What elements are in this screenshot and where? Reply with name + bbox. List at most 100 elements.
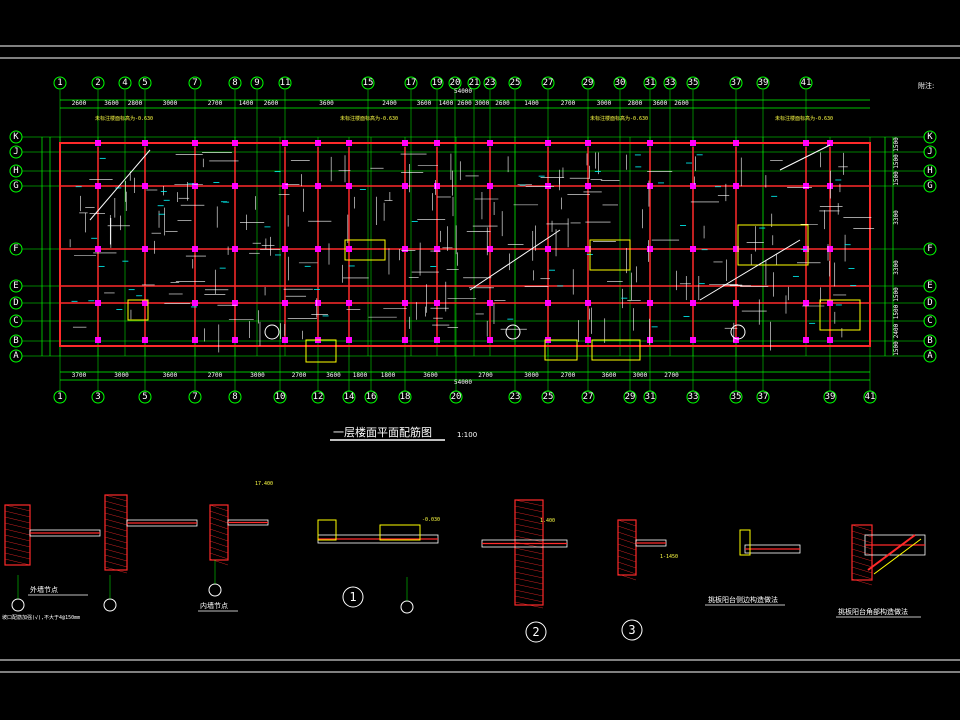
detail-hatch	[104, 500, 128, 508]
bottom-dim: 1800	[381, 372, 396, 379]
detail-hatch	[104, 506, 128, 514]
detail-hatch	[104, 548, 128, 556]
right-dim: 3300	[893, 210, 900, 225]
detail-hatch	[4, 510, 31, 518]
grid-bubble-right-A: A	[923, 349, 937, 363]
detail-hatch	[4, 558, 31, 566]
svg-text:E: E	[13, 281, 18, 291]
svg-text:B: B	[927, 336, 932, 346]
detail-hatch	[617, 549, 637, 557]
top-dim: 3600	[417, 100, 432, 107]
column	[142, 246, 148, 252]
svg-text:1: 1	[57, 392, 62, 402]
grid-bubble-top-33: 33	[663, 76, 677, 90]
grid-bubble-left-J: J	[9, 145, 23, 159]
stair-diagonal	[469, 229, 561, 291]
svg-text:7: 7	[192, 78, 197, 88]
svg-text:1: 1	[349, 590, 356, 604]
svg-text:2: 2	[532, 625, 539, 639]
plan-note-3: 未标注楼面标高为-0.630	[590, 115, 648, 122]
detail-hatch	[104, 518, 128, 526]
top-dim: 2600	[674, 100, 689, 107]
detail-hatch	[514, 535, 544, 543]
grid-bubble-left-C: C	[9, 314, 23, 328]
column	[192, 337, 198, 343]
column	[803, 140, 809, 146]
grid-bubble-bottom-20: 20	[449, 390, 463, 404]
top-dim: 1400	[524, 100, 539, 107]
column	[733, 300, 739, 306]
svg-text:7: 7	[192, 392, 197, 402]
detail-hatch	[209, 522, 229, 530]
detail-hatch	[4, 540, 31, 548]
column	[346, 183, 352, 189]
grid-bubble-top-41: 41	[799, 76, 813, 90]
svg-text:K: K	[13, 132, 19, 142]
detail-hatch	[851, 554, 873, 562]
detail-hatch	[514, 553, 544, 561]
svg-text:8: 8	[232, 392, 237, 402]
column	[434, 337, 440, 343]
detail-hatch	[104, 542, 128, 550]
detail-hatch	[617, 531, 637, 539]
grid-bubble-top-39: 39	[756, 76, 770, 90]
column	[282, 183, 288, 189]
column	[402, 246, 408, 252]
grid-bubble-top-21: 21	[467, 76, 481, 90]
column	[315, 183, 321, 189]
top-dim: 2700	[561, 100, 576, 107]
detail-hatch	[514, 601, 544, 609]
bottom-dim: 1800	[353, 372, 368, 379]
detail-hatch	[209, 552, 229, 560]
detail-hatch	[514, 571, 544, 579]
total-dim-bottom: 54000	[454, 379, 472, 386]
bottom-dim: 3000	[250, 372, 265, 379]
svg-text:27: 27	[583, 392, 594, 402]
right-dim: 2400	[893, 323, 900, 338]
column	[402, 183, 408, 189]
svg-text:25: 25	[510, 78, 521, 88]
top-dim: 3600	[319, 100, 334, 107]
detail-hatch	[4, 528, 31, 536]
column	[585, 140, 591, 146]
column	[487, 183, 493, 189]
grid-bubble-right-E: E	[923, 279, 937, 293]
svg-text:9: 9	[254, 78, 259, 88]
grid-bubble-bottom-16: 16	[364, 390, 378, 404]
detail-subcaption-outer-wall: 坡口配筋加强(√),不大于4@150mm	[2, 614, 80, 621]
column	[487, 140, 493, 146]
svg-text:C: C	[927, 316, 932, 326]
column	[585, 337, 591, 343]
detail-hatch	[851, 548, 873, 556]
column	[346, 337, 352, 343]
detail-hatch	[209, 558, 229, 566]
column	[95, 300, 101, 306]
detail-caption-inner-wall: 内墙节点	[200, 601, 228, 610]
top-dim: 2800	[628, 100, 643, 107]
svg-text:35: 35	[688, 78, 699, 88]
detail-hatch	[617, 525, 637, 533]
grid-bubble-bottom-18: 18	[398, 390, 412, 404]
detail-hatch	[514, 529, 544, 537]
detail-hatch	[617, 561, 637, 569]
detail-hatch	[514, 499, 544, 507]
bottom-dim: 2700	[292, 372, 307, 379]
grid-bubble-top-11: 11	[278, 76, 292, 90]
svg-text:29: 29	[583, 78, 594, 88]
svg-text:14: 14	[344, 392, 355, 402]
top-dim: 1400	[239, 100, 254, 107]
svg-text:23: 23	[485, 78, 496, 88]
detail-hatch	[514, 517, 544, 525]
grid-bubble-bottom-12: 12	[311, 390, 325, 404]
detail-hatch	[104, 524, 128, 532]
bottom-dim: 3000	[524, 372, 539, 379]
detail-hatch	[104, 530, 128, 538]
section-mark	[264, 324, 280, 340]
column	[733, 140, 739, 146]
grid-bubble-top-19: 19	[430, 76, 444, 90]
detail-wall	[209, 504, 229, 561]
detail-hatch	[104, 566, 128, 574]
svg-text:D: D	[13, 298, 18, 308]
plan-title: 一层楼面平面配筋图	[333, 425, 432, 439]
